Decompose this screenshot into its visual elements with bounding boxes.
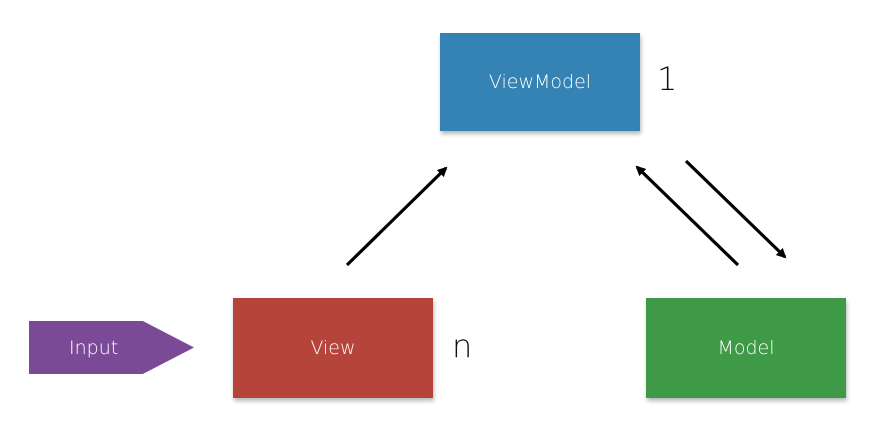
view-box: View (233, 298, 433, 398)
viewmodel-box: ViewModel (440, 33, 640, 131)
viewmodel-count: 1 (657, 60, 678, 98)
arrow-viewmodel-to-model (684, 159, 787, 259)
model-box: Model (646, 298, 846, 398)
arrow-view-to-viewmodel (345, 166, 448, 267)
model-label: Model (717, 337, 775, 359)
arrow-model-to-viewmodel (635, 165, 740, 267)
view-count: n (452, 327, 473, 365)
viewmodel-label: ViewModel (488, 71, 592, 93)
input-label: Input (69, 336, 119, 359)
view-label: View (310, 337, 356, 359)
